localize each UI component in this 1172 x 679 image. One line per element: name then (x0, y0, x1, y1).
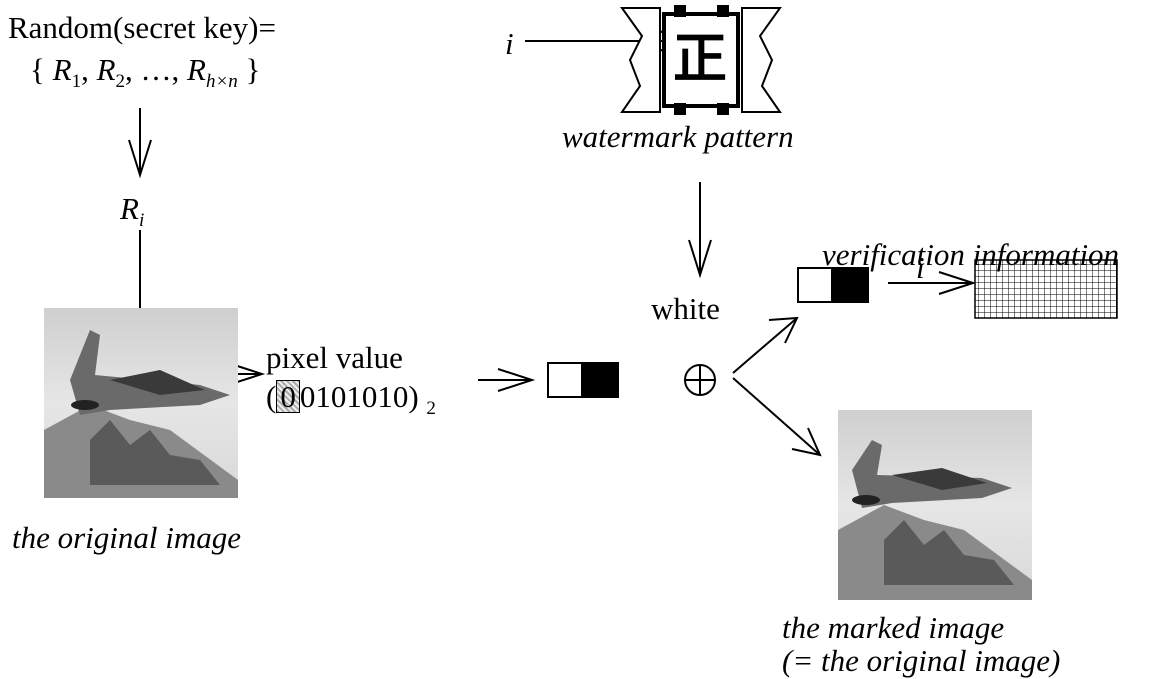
sequence-subn: h×n (205, 71, 238, 93)
pixel-bits-rest: 0101010 (299, 379, 409, 414)
original-image (44, 308, 238, 498)
pixel-bits-first: 0 (276, 380, 300, 413)
watermark-caption: watermark pattern (562, 119, 794, 154)
sequence-comma-1: , (81, 52, 89, 87)
pixel-bits-open: ( (266, 379, 277, 414)
sequence-dots: … (140, 52, 172, 87)
sequence-r2: R (96, 52, 116, 87)
pixel-bits-close: ) (408, 379, 419, 414)
watermark-glyph: 正 (673, 27, 727, 90)
arrow-xor-to-marked (732, 377, 821, 456)
sequence-comma-3: , (171, 52, 180, 87)
white-label: white (651, 291, 720, 326)
verification-grid (974, 259, 1118, 319)
sequence-sub1: 1 (71, 71, 82, 93)
ri-r: R (120, 191, 139, 226)
arrow-xor-to-marked-head (791, 427, 822, 457)
arrow-bitbox-to-grid-head (938, 271, 977, 295)
xor-symbol (684, 364, 716, 396)
index-label-2: i (916, 250, 925, 285)
ri-label: Ri (120, 193, 144, 230)
marked-image (838, 410, 1032, 600)
arrow-pixel-to-value-head (227, 362, 266, 386)
bit-box-verification (797, 267, 869, 303)
sequence-r1: R (52, 52, 72, 87)
sequence-rn: R (187, 52, 206, 87)
arrow-random-to-ri-head (128, 139, 152, 179)
verification-caption: verification information (822, 237, 1120, 272)
ri-sub: i (138, 210, 145, 232)
pixel-bits-base: 2 (426, 398, 436, 420)
original-caption: the original image (12, 520, 242, 555)
arrow-value-to-bitbox-head (497, 368, 536, 392)
sequence-close: } (245, 52, 261, 87)
watermark-pattern (620, 5, 782, 115)
sequence-comma-2: , (125, 52, 133, 87)
random-sequence: { R1, R2, …, Rh×n } (30, 54, 260, 91)
pixel-value-label: pixel value (266, 340, 403, 375)
arrow-watermark-to-white-head (688, 239, 712, 279)
arrow-xor-to-verification-head (768, 316, 799, 344)
bit-box-pixel (547, 362, 619, 398)
index-label: i (505, 26, 514, 61)
marked-caption-line1: the marked image (782, 610, 1005, 645)
sequence-sub2: 2 (115, 71, 126, 93)
arrow-xor-to-verification (732, 317, 798, 374)
marked-caption-line2: (= the original image) (782, 643, 1061, 678)
sequence-open: { (30, 52, 45, 87)
random-label: Random(secret key)= (8, 10, 276, 45)
